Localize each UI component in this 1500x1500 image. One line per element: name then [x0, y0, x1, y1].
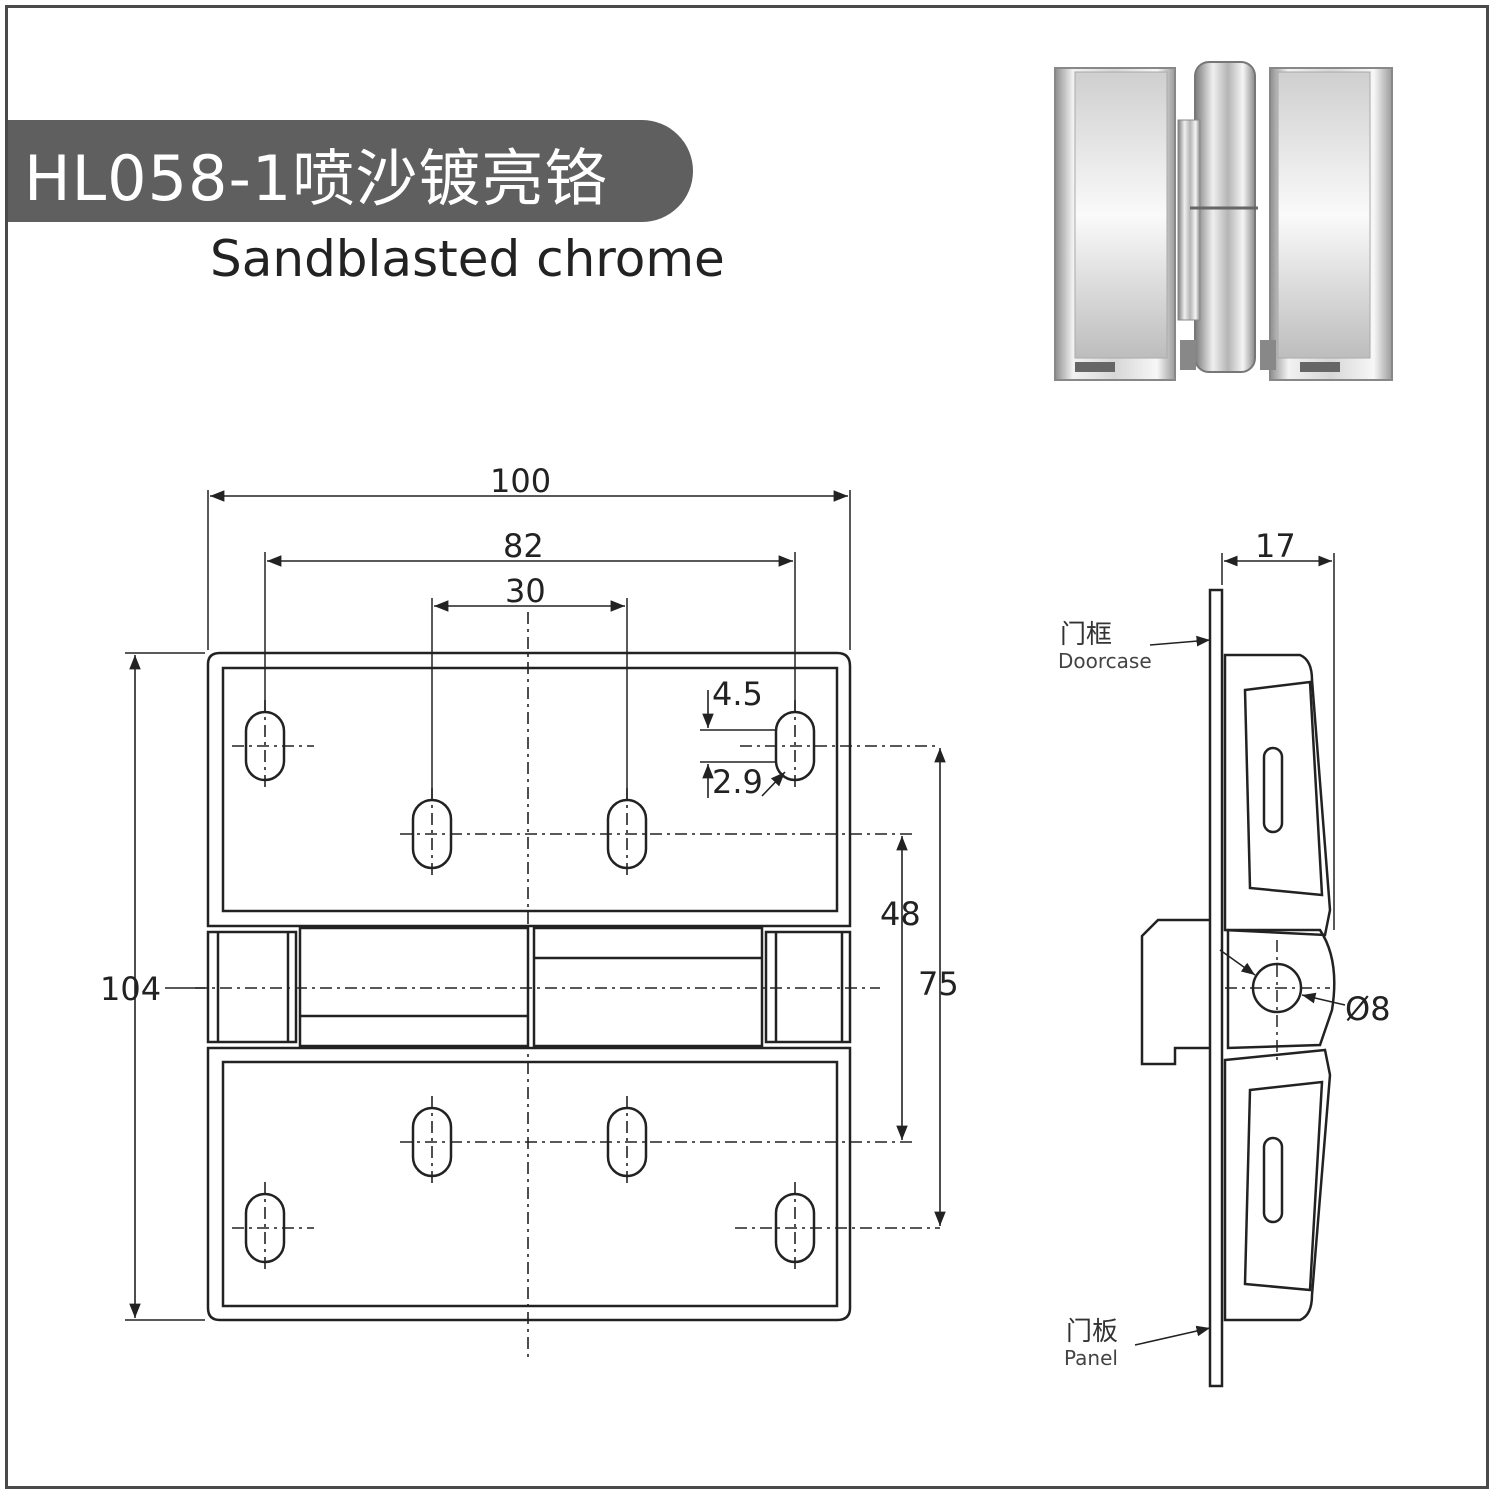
product-subtitle: Sandblasted chrome	[210, 230, 725, 288]
dimension-lines	[129, 490, 946, 1318]
dim-inner-vertical: 48	[880, 895, 921, 933]
label-doorcase-en: Doorcase	[1058, 649, 1152, 673]
side-view	[1140, 588, 1336, 1388]
label-doorcase-cn: 门框	[1060, 620, 1112, 650]
dim-outer-vertical: 75	[918, 965, 959, 1003]
hole-centre-lines	[195, 612, 940, 1358]
product-title: HL058-1喷沙镀亮铬	[24, 142, 608, 215]
outer-frame	[5, 5, 1489, 1489]
front-view	[206, 651, 852, 1322]
dim-pin-diameter: Ø8	[1345, 990, 1391, 1028]
label-panel-cn: 门板	[1066, 1317, 1118, 1347]
extension-lines	[125, 490, 851, 1321]
dim-slot-width: 2.9	[712, 763, 763, 801]
dim-height: 104	[100, 970, 161, 1008]
dim-slot-length: 4.5	[712, 675, 763, 713]
dim-outer-holes: 82	[503, 527, 544, 565]
dim-inner-holes: 30	[505, 572, 546, 610]
title-banner	[8, 120, 693, 222]
dim-overall-width: 100	[490, 462, 551, 500]
hinge-photo-icon	[1054, 61, 1393, 381]
label-panel-en: Panel	[1064, 1346, 1118, 1370]
side-view-dimension-lines	[1134, 553, 1346, 1346]
dim-thickness: 17	[1255, 527, 1296, 565]
side-view-centre-lines	[1225, 940, 1330, 1060]
